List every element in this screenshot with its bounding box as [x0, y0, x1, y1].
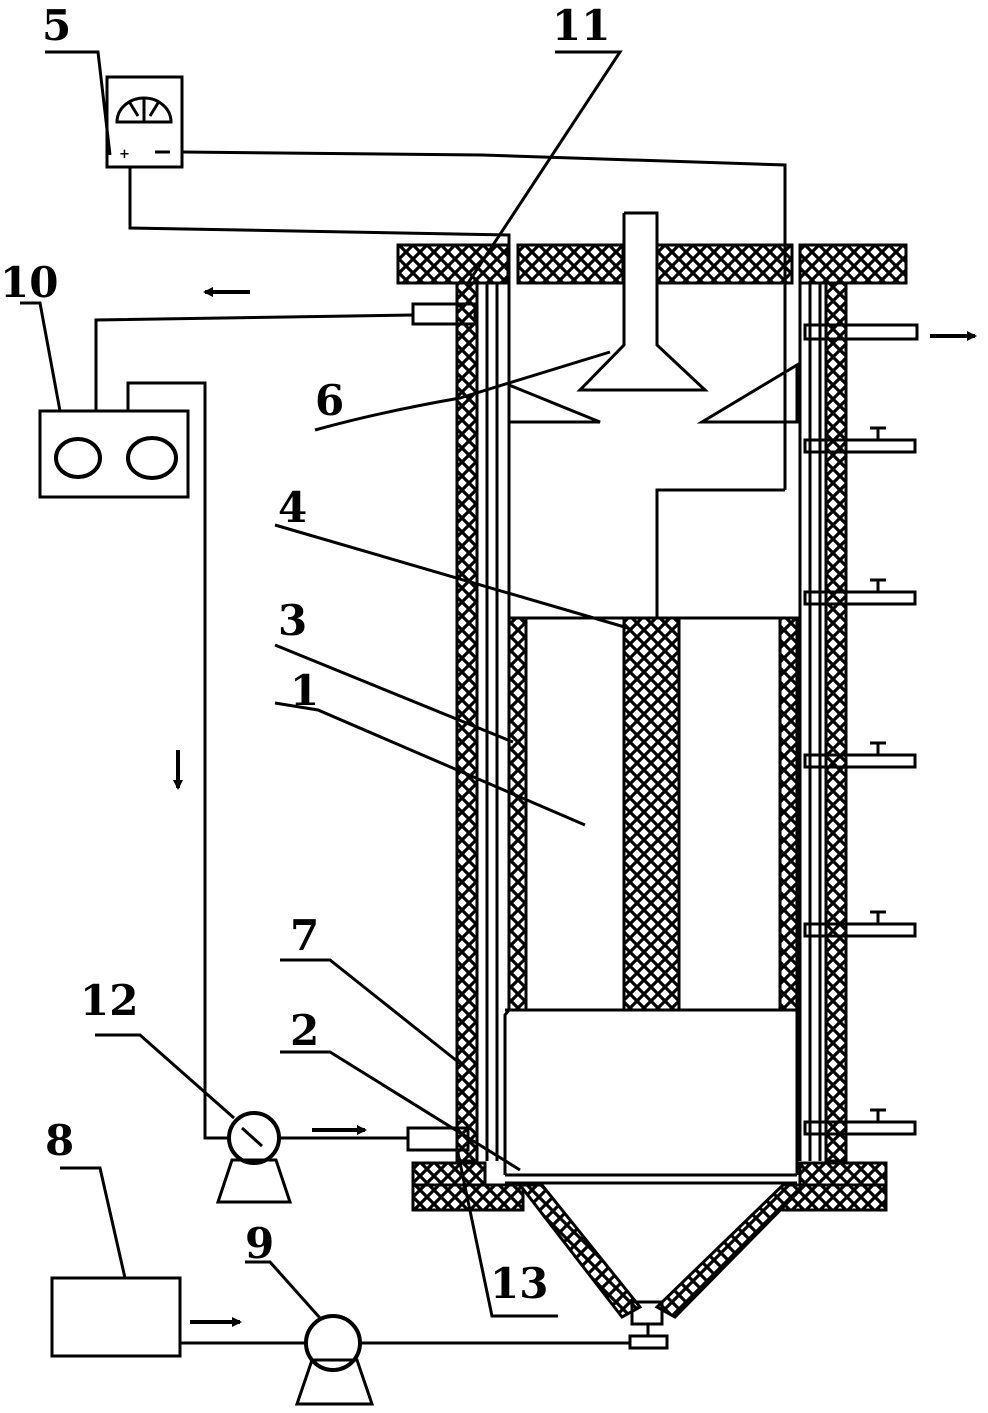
callout-labels: 5 11 10 6 4 3 1 7 12 2 8 9 13 — [0, 1, 610, 1308]
label-13: 13 — [490, 1259, 548, 1308]
label-9: 9 — [245, 1219, 274, 1268]
circulation-lines — [94, 287, 477, 1152]
label-2: 2 — [290, 1006, 319, 1055]
sampling-port-1[interactable] — [803, 426, 917, 454]
power-supply-meter: + — [105, 75, 184, 169]
circulation-pump — [215, 1111, 293, 1204]
label-12: 12 — [80, 976, 138, 1025]
sampling-port-2[interactable] — [803, 578, 917, 606]
feed-pump — [294, 1314, 375, 1406]
svg-text:+: + — [119, 147, 130, 162]
label-8: 8 — [45, 1116, 74, 1165]
outer-wall-right — [798, 281, 848, 1163]
feed-lines — [180, 1317, 630, 1345]
label-10: 10 — [0, 258, 58, 307]
label-7: 7 — [290, 911, 319, 960]
reactor-chamber — [503, 283, 799, 1185]
label-1: 1 — [290, 666, 319, 715]
bottom-section — [411, 1161, 888, 1350]
label-4: 4 — [278, 483, 307, 532]
label-6: 6 — [315, 376, 344, 425]
sampling-port-5[interactable] — [803, 1108, 917, 1136]
label-5: 5 — [42, 1, 71, 50]
label-3: 3 — [278, 596, 307, 645]
power-wires — [128, 150, 787, 490]
gas-separator — [507, 211, 799, 618]
water-bath — [38, 409, 190, 499]
feed-tank — [50, 1276, 182, 1358]
top-lid — [396, 243, 908, 285]
sampling-port-4[interactable] — [803, 910, 917, 938]
outlet-port[interactable] — [803, 323, 977, 341]
sampling-port-3[interactable] — [803, 741, 917, 769]
label-11: 11 — [552, 1, 610, 50]
leader-lines — [20, 50, 629, 1319]
